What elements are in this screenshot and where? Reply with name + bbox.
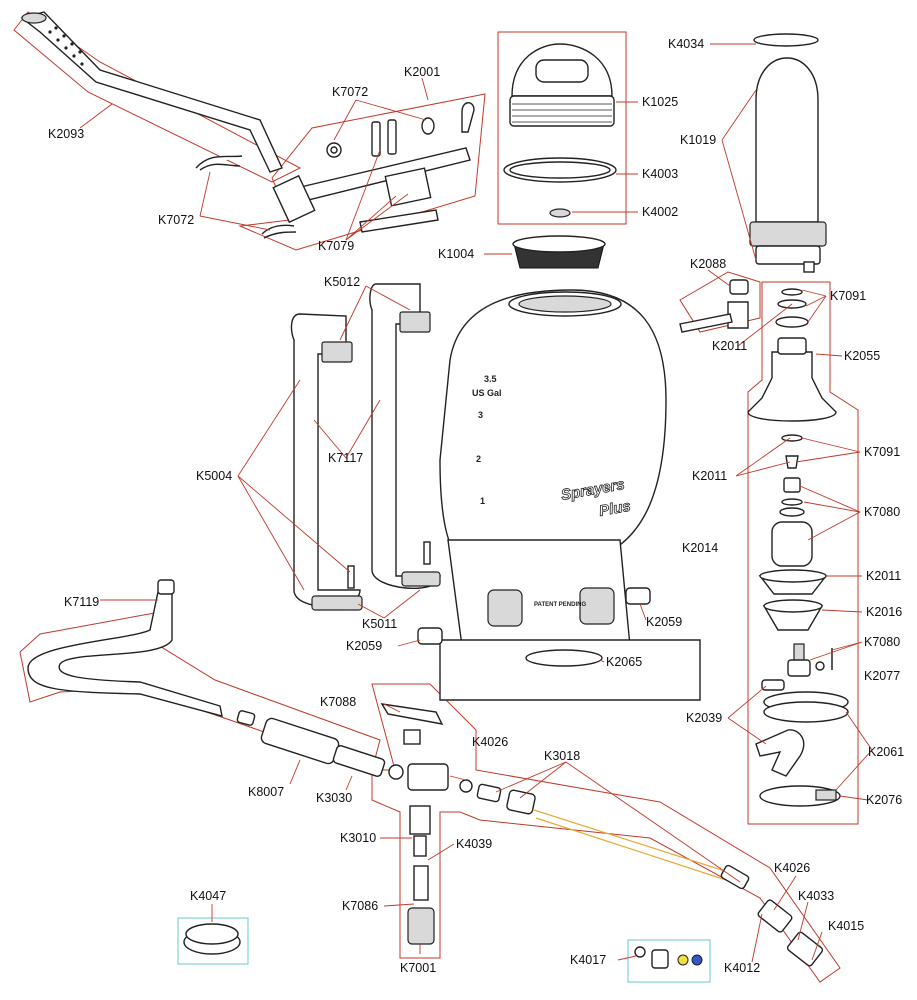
part-label: K7119: [64, 595, 99, 609]
part-label: K7091: [830, 289, 866, 303]
tool-kit-parts: [272, 102, 475, 233]
part-label: K4003: [642, 167, 678, 181]
part-label: K2001: [404, 65, 440, 79]
bushing-part: [625, 587, 651, 605]
part-label: K7072: [332, 85, 368, 99]
lid-seal-part-inner: [509, 161, 611, 179]
pump-assembly-parts: [747, 288, 849, 807]
part-label: K3018: [544, 749, 580, 763]
part-label: K2088: [690, 257, 726, 271]
group-outlines: [13, 11, 859, 983]
part-label: K5004: [196, 469, 232, 483]
lid-valve-part: [549, 208, 571, 218]
part-label: K2055: [844, 349, 880, 363]
tank-scale: 3.5 US Gal 3 2 1: [472, 374, 502, 506]
part-label: K4047: [190, 889, 226, 903]
part-label: K2039: [686, 711, 722, 725]
part-label: K2059: [346, 639, 382, 653]
clamp-ring-part: [525, 649, 603, 667]
tank-scale-mark: 1: [480, 496, 485, 506]
filter-screen-part: [332, 745, 386, 777]
part-label: K4026: [472, 735, 508, 749]
chamber-oring-part: [753, 33, 819, 47]
part-label: K1025: [642, 95, 678, 109]
part-label: K7080: [864, 505, 900, 519]
extension-wand-part: [476, 783, 824, 967]
part-label: K2065: [606, 655, 642, 669]
part-label: K4039: [456, 837, 492, 851]
clip-pin-part: [195, 155, 243, 171]
part-label: K7079: [318, 239, 354, 253]
part-label: K4015: [828, 919, 864, 933]
wand-part: [20, 11, 283, 173]
lid-part: [509, 43, 615, 127]
part-label: K5011: [362, 617, 397, 631]
part-label: K7088: [320, 695, 356, 709]
group-outline-pump: [747, 281, 859, 825]
part-label: K2077: [864, 669, 900, 683]
part-labels: K2093 K7072 K2001 K7072 K7079 K1025 K400…: [48, 37, 904, 975]
shutoff-valve-part: [679, 279, 749, 333]
part-label: K2011: [712, 339, 747, 353]
part-label: K2093: [48, 127, 84, 141]
filter-part: [260, 717, 340, 765]
part-label: K4034: [668, 37, 704, 51]
part-label: K1019: [680, 133, 716, 147]
nozzle-tips-part: [634, 946, 703, 969]
hose-part: [27, 579, 256, 726]
part-label: K7091: [864, 445, 900, 459]
bushing-part: [417, 627, 443, 645]
part-label: K2014: [682, 541, 718, 555]
part-label: K2061: [868, 745, 904, 759]
part-label: K2059: [646, 615, 682, 629]
brand-logo-text: Plus: [598, 498, 632, 520]
strainer-rim: [512, 235, 606, 253]
tank-scale-mark: 3.5: [484, 374, 497, 384]
group-outline-hose: [19, 611, 381, 771]
shoulder-strap-parts: [290, 283, 441, 611]
part-label: K4002: [642, 205, 678, 219]
group-outline-k4047: [177, 917, 249, 965]
part-label: K2011: [692, 469, 727, 483]
group-outline-valve: [371, 683, 841, 983]
group-outline-lid: [497, 31, 627, 225]
pressure-chamber-part: [749, 57, 827, 273]
group-outline-wand: [13, 11, 302, 183]
part-label: K2076: [866, 793, 902, 807]
leader-lines: [79, 43, 873, 963]
part-label: K3010: [340, 831, 376, 845]
part-label: K4012: [724, 961, 760, 975]
tank-scale-mark: 3: [478, 410, 483, 420]
part-label: K2011: [866, 569, 901, 583]
handle-valve-parts: [380, 703, 473, 945]
part-label: K7086: [342, 899, 378, 913]
part-label: K4026: [774, 861, 810, 875]
tank-scale-mark: 2: [476, 454, 481, 464]
base-patent-text: PATENT PENDING: [534, 602, 586, 608]
part-label: K7080: [864, 635, 900, 649]
part-label: K7001: [400, 961, 436, 975]
clip-pin-part: [261, 224, 297, 239]
part-label: K7117: [328, 451, 363, 465]
part-label: K5012: [324, 275, 360, 289]
group-outline-k4017: [627, 939, 711, 983]
part-label: K8007: [248, 785, 284, 799]
tank-part: 3.5 US Gal 3 2 1 Sprayers Plus PATENT PE…: [439, 289, 701, 701]
part-label: K1004: [438, 247, 474, 261]
part-label: K3030: [316, 791, 352, 805]
part-label: K4017: [570, 953, 606, 967]
nozzle-cap-part: [183, 923, 241, 955]
part-label: K4033: [798, 889, 834, 903]
part-label: K2016: [866, 605, 902, 619]
tank-unit: US Gal: [472, 388, 502, 398]
part-label: K7072: [158, 213, 194, 227]
